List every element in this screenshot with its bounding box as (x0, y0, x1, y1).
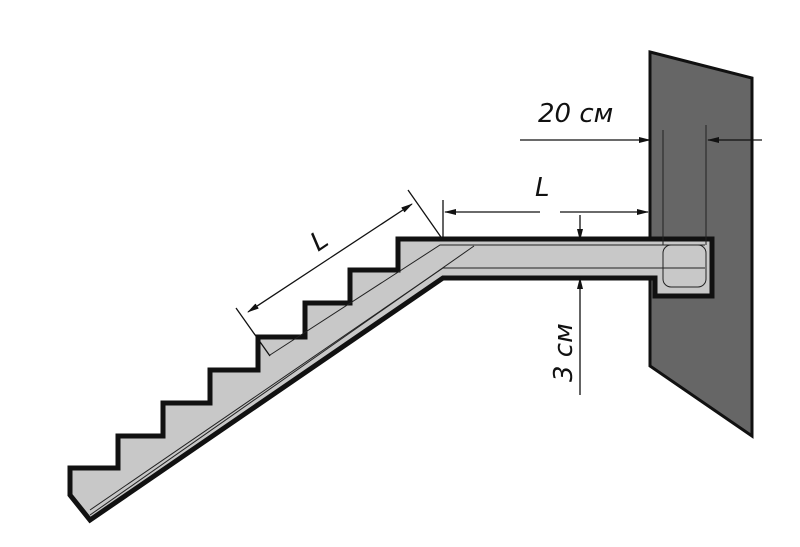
rebar (89, 125, 707, 516)
stair-slab (67, 236, 715, 524)
landing-length-label: L (535, 173, 550, 203)
cover-label: 3 см (549, 323, 579, 382)
wall-offset-label: 20 см (538, 99, 613, 129)
flight-length-label: L (305, 225, 334, 258)
dimension-lines (235, 137, 762, 395)
